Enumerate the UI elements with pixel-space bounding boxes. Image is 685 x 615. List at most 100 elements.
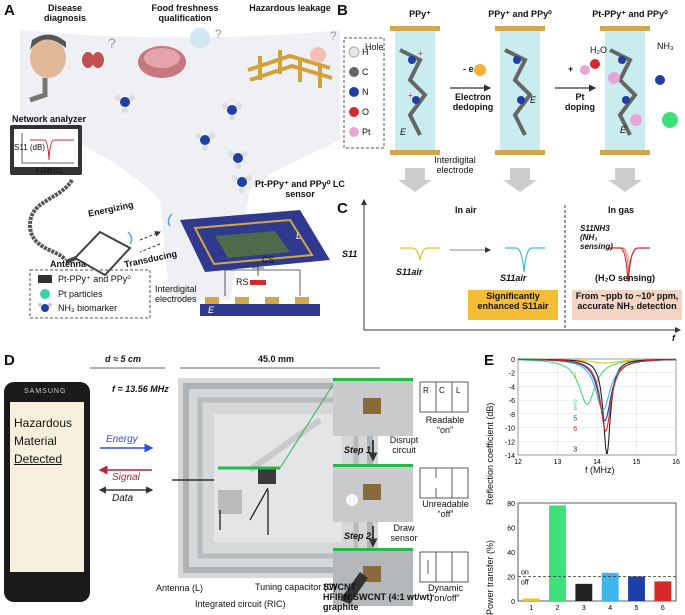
frequency-label: f = 13.56 MHz	[112, 384, 169, 394]
width-label: 45.0 mm	[258, 354, 295, 364]
x-tick-label: 15	[633, 459, 641, 466]
y-tick-label: 20	[507, 575, 515, 582]
ppy-column-2	[495, 26, 545, 155]
y-tick-label: -8	[509, 412, 515, 419]
s11-air-curve-2	[505, 247, 545, 273]
chip-icon	[363, 484, 381, 500]
series-label-5: 5	[573, 416, 577, 423]
phone-text-1: Hazardous	[14, 416, 73, 430]
step1-desc: Disrupt circuit	[389, 435, 419, 455]
series-label-3: 3	[573, 447, 577, 454]
down-arrow-icon	[608, 168, 642, 192]
y-tick-label: 60	[507, 526, 515, 533]
head-icon	[29, 34, 66, 103]
y-tick-label: -4	[509, 384, 515, 391]
x-tick-label: 4	[608, 605, 612, 612]
step2-label: Step 2	[344, 531, 372, 541]
readable-label: Readable “on”	[425, 415, 465, 435]
nh4-ion-icon	[662, 112, 678, 128]
x-tick-label: 14	[593, 459, 601, 466]
x-tick-label: 16	[672, 459, 680, 466]
c-x-axis-label: f	[672, 333, 675, 343]
b-e-label-3: E	[620, 125, 627, 135]
y-tick-label: 40	[507, 550, 515, 557]
range-box	[572, 290, 682, 320]
elem-c-label: C	[362, 67, 369, 77]
ppy-legend-icon	[38, 275, 52, 283]
bar-4	[601, 572, 619, 601]
nh3-legend-icon	[38, 303, 52, 312]
interdigital-electrodes-diagram	[200, 263, 320, 316]
elem-o-label: O	[362, 107, 370, 117]
lc-sensor-icon	[180, 210, 330, 272]
pt-doping-label: Pt doping	[565, 92, 595, 112]
water-molecule-icon	[590, 59, 600, 69]
series-label-6: 6	[573, 426, 577, 433]
b-e-label-1: E	[400, 127, 407, 137]
series-label-4: 4	[573, 405, 577, 412]
bar-chart-frame	[517, 502, 677, 602]
bar-6	[654, 581, 672, 601]
pipe-icon	[247, 50, 333, 88]
plus-label: +	[568, 64, 574, 74]
col1-title: PPy⁺	[409, 9, 431, 19]
element-legend-box	[343, 37, 385, 149]
nitrogen-icon	[349, 87, 359, 97]
network-analyzer-device	[10, 125, 82, 175]
carbon-icon	[349, 67, 359, 77]
thermometer-icon	[190, 28, 210, 48]
s11-air-label-1: S11air	[396, 267, 423, 277]
energy-label: Energy	[106, 434, 138, 445]
circuit-unreadable	[419, 467, 469, 499]
x-tick-label: 3	[582, 605, 586, 612]
cable	[27, 178, 74, 262]
electron-icon	[474, 64, 486, 76]
network-analyzer-label: Network analyzer	[12, 114, 87, 124]
na-xlabel: f (MHz)	[36, 166, 63, 175]
integrated-circuit	[258, 468, 276, 484]
y-tick-label: 0	[511, 357, 515, 364]
panel-label-e: E	[484, 352, 495, 369]
chip-icon	[363, 398, 381, 414]
down-arrow-icon	[503, 168, 537, 192]
signal-label: Signal	[112, 472, 140, 483]
swcnt-label: SWCNT	[323, 582, 356, 592]
c-y-axis-label: S11	[342, 249, 358, 259]
legend-box	[29, 269, 151, 319]
dynamic-label: Dynamic “on/off”	[427, 583, 463, 603]
meat-icon	[138, 46, 186, 78]
tuning-capacitor-label: Tuning capacitor (C)	[255, 582, 337, 592]
lungs-icon	[82, 52, 104, 68]
elem-pt-label: Pt	[362, 127, 371, 137]
antenna-icon	[65, 230, 132, 277]
bar-1	[522, 598, 540, 601]
interdigital-electrode-label: Interdigital electrode	[434, 155, 476, 175]
funnel-background	[20, 30, 340, 300]
x-tick-label: 6	[661, 605, 665, 612]
threshold-on-label: on	[521, 570, 529, 577]
in-air-label: In air	[455, 205, 477, 215]
circuit-readable	[419, 381, 469, 413]
x-tick-label: 13	[554, 459, 562, 466]
minus-e-label: - e	[463, 64, 474, 74]
elem-n-label: N	[362, 87, 369, 97]
hfipn-label: HFIPN:SWCNT (4:1 wt/wt)	[323, 592, 433, 602]
disease-diagnosis-label: Disease diagnosis	[43, 3, 86, 23]
distance-label: d ≈ 5 cm	[105, 354, 141, 364]
pt-icon	[580, 65, 590, 75]
data-label: Data	[112, 493, 134, 504]
nh3-molecule-icon	[115, 95, 135, 113]
svg-text:+: +	[408, 91, 413, 100]
bar-5	[628, 576, 645, 601]
series-label-1: 1	[573, 372, 577, 379]
reflection-ylabel: Reflection coefficient (dB)	[485, 402, 495, 505]
h2o-sensing-label: (H₂O sensing)	[594, 273, 655, 283]
y-tick-label: 80	[507, 501, 515, 508]
circuit-dynamic	[419, 551, 469, 583]
reflection-xlabel: f (MHz)	[585, 465, 615, 475]
b-e-label-2: E	[530, 95, 537, 105]
nh3-molecule-icon	[222, 103, 242, 121]
oxygen-icon	[349, 107, 359, 117]
y-tick-label: 0	[511, 599, 515, 606]
